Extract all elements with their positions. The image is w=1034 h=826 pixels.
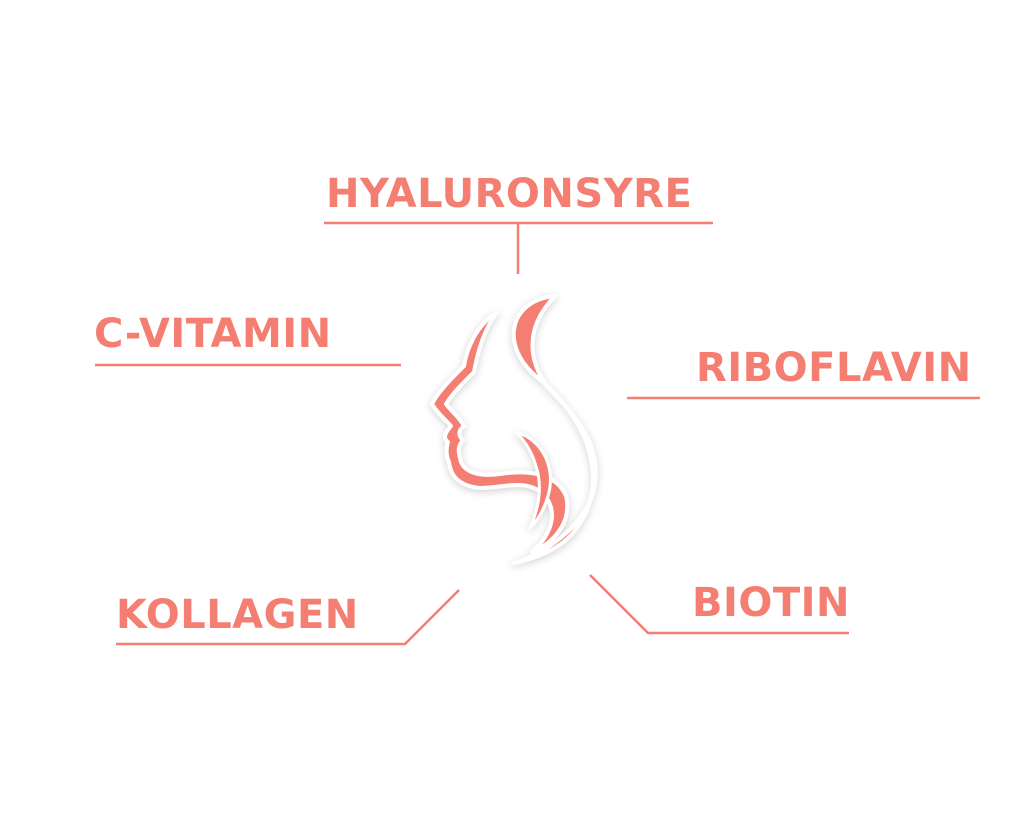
woman-face-profile-icon	[430, 294, 598, 565]
label-hyaluronsyre: HYALURONSYRE	[326, 171, 693, 217]
hair-curl	[514, 430, 552, 530]
label-riboflavin: RIBOFLAVIN	[696, 345, 972, 391]
hair-stroke	[511, 294, 598, 565]
connector-hyaluronsyre	[324, 221, 713, 274]
connector-kollagen	[116, 589, 460, 646]
label-kollagen: KOLLAGEN	[116, 592, 359, 638]
face-outline	[430, 310, 570, 554]
label-biotin: BIOTIN	[692, 580, 851, 626]
connector-biotin	[589, 574, 849, 635]
label-c-vitamin: C-VITAMIN	[94, 311, 332, 357]
